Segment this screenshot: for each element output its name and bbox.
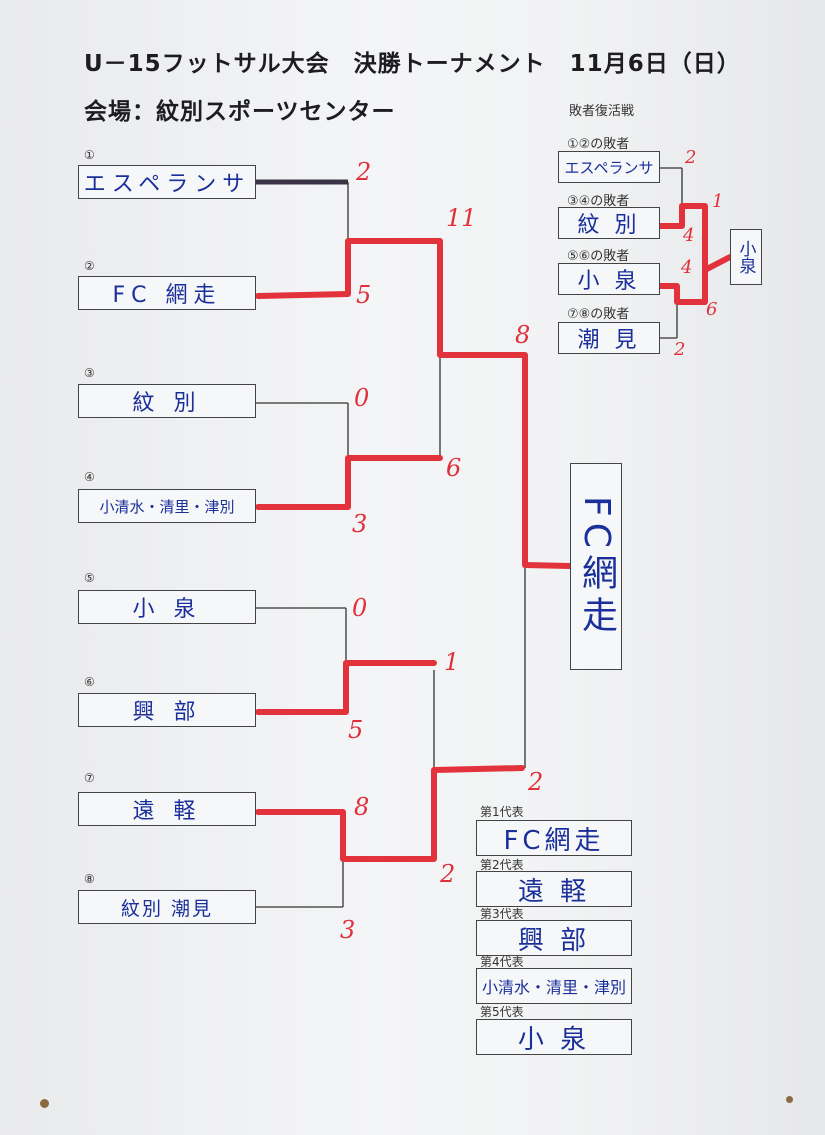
team-2-box: FC 網走 (78, 276, 256, 310)
seed-3-number: ③ (84, 366, 95, 380)
page-title: U－15フットサル大会 決勝トーナメント 11月6日（日） (84, 51, 741, 77)
semi2-bottom-score: 2 (440, 860, 456, 888)
losers-label-2: ③④の敗者 (567, 194, 630, 209)
rep-box-2: 遠 軽 (476, 871, 632, 907)
seed-1-number: ① (84, 148, 95, 162)
team-1-box: エスペランサ (78, 165, 256, 199)
team-7-box: 遠 軽 (78, 792, 256, 826)
rep-label-5: 第5代表 (480, 1005, 524, 1019)
rep-label-4: 第4代表 (480, 955, 524, 969)
team-6-score: 5 (348, 716, 364, 744)
losers-winner-box: 小泉 (730, 229, 762, 285)
losers-team-1: エスペランサ (558, 151, 660, 183)
losers-round-header: 敗者復活戦 (569, 104, 635, 119)
champion-box: FC網走 (570, 463, 622, 670)
rep-label-1: 第1代表 (480, 805, 524, 819)
rep-label-2: 第2代表 (480, 858, 524, 872)
rep-box-1: FC網走 (476, 820, 632, 856)
losers-team-3: 小 泉 (558, 263, 660, 295)
seed-2-number: ② (84, 259, 95, 273)
team-5-box: 小 泉 (78, 590, 256, 624)
losers-team-4: 潮 見 (558, 322, 660, 354)
seed-6-number: ⑥ (84, 675, 95, 689)
team-6-box: 興 部 (78, 693, 256, 727)
seed-8-number: ⑧ (84, 872, 95, 886)
final-top-score: 8 (515, 321, 531, 349)
team-2-score: 5 (356, 281, 372, 309)
team-3-box: 紋 別 (78, 384, 256, 418)
seed-7-number: ⑦ (84, 771, 95, 785)
losers-label-3: ⑤⑥の敗者 (567, 249, 630, 264)
final-bottom-score: 2 (528, 768, 544, 796)
semi2-top-score: 1 (444, 648, 460, 676)
losers-final-top-score: 1 (712, 191, 724, 212)
team-3-score: 0 (354, 384, 370, 412)
losers-score-2: 4 (683, 225, 695, 246)
losers-score-1: 2 (685, 147, 697, 168)
losers-label-1: ①②の敗者 (567, 137, 630, 152)
seed-4-number: ④ (84, 470, 95, 484)
team-8-score: 3 (340, 916, 356, 944)
losers-score-4: 2 (674, 339, 686, 360)
team-4-score: 3 (352, 510, 368, 538)
rep-box-5: 小 泉 (476, 1019, 632, 1055)
rep-box-3: 興 部 (476, 920, 632, 956)
rep-label-3: 第3代表 (480, 907, 524, 921)
losers-score-3: 4 (681, 257, 693, 278)
semi1-bottom-score: 6 (446, 454, 462, 482)
team-4-box: 小清水・清里・津別 (78, 489, 256, 523)
team-5-score: 0 (352, 594, 368, 622)
venue-label: 会場：紋別スポーツセンター (84, 99, 396, 125)
team-1-score: 2 (356, 158, 372, 186)
losers-label-4: ⑦⑧の敗者 (567, 307, 630, 322)
rep-box-4: 小清水・清里・津別 (476, 968, 632, 1004)
losers-team-2: 紋 別 (558, 207, 660, 239)
pin-mark (40, 1099, 49, 1108)
losers-final-bottom-score: 6 (706, 299, 718, 320)
team-7-score: 8 (354, 793, 370, 821)
pin-mark-right (786, 1096, 793, 1103)
semi1-top-score: 11 (446, 204, 477, 232)
seed-5-number: ⑤ (84, 571, 95, 585)
team-8-box: 紋別 潮見 (78, 890, 256, 924)
